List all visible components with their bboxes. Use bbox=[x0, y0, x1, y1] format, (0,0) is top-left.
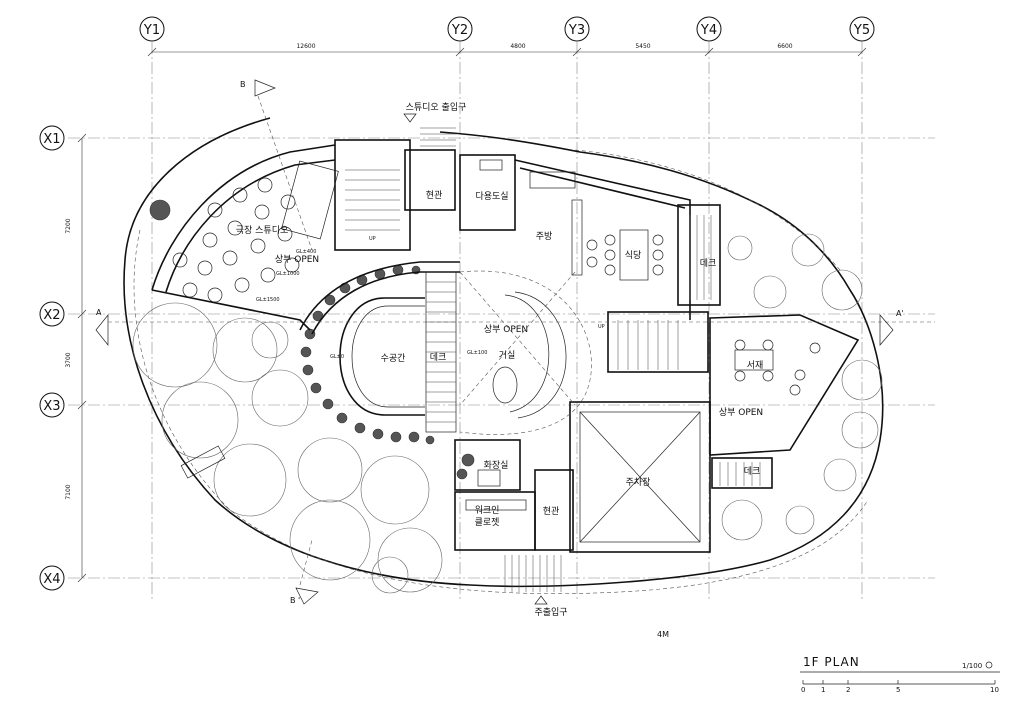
grid-label-y2: Y2 bbox=[451, 23, 468, 38]
dim-y2-y3: 4800 bbox=[510, 43, 525, 50]
grid-label-y3: Y3 bbox=[568, 23, 585, 38]
scale-bar: 0 1 2 5 10 bbox=[801, 680, 999, 694]
dim-y1-y2: 12600 bbox=[296, 43, 315, 50]
furniture bbox=[465, 159, 821, 511]
scale-5: 5 bbox=[896, 686, 900, 694]
theater-seats bbox=[172, 160, 339, 303]
water-space bbox=[339, 297, 425, 416]
label-water-space: 수공간 bbox=[381, 353, 406, 364]
label-open-above-3: 상부 OPEN bbox=[719, 407, 763, 418]
section-b-prime: B ' bbox=[290, 596, 300, 605]
label-studio-entrance: 스튜디오 출입구 bbox=[406, 101, 467, 113]
scale-0: 0 bbox=[801, 686, 805, 694]
note-4m: 4M bbox=[657, 630, 669, 639]
site-outline bbox=[123, 117, 884, 594]
scale-2: 2 bbox=[846, 686, 850, 694]
trees-right bbox=[721, 233, 883, 541]
grid-label-x4: X4 bbox=[43, 572, 60, 587]
plan-title: 1F PLAN bbox=[803, 655, 860, 669]
up-label-studio: UP bbox=[369, 236, 376, 242]
dim-y3-y4: 5450 bbox=[635, 43, 650, 50]
level-gl100: GL±100 bbox=[467, 350, 487, 356]
dimension-lines: 12600 4800 5450 6600 7200 3700 7100 bbox=[65, 43, 867, 583]
dim-y4-y5: 6600 bbox=[777, 43, 792, 50]
dim-x1-x2: 7200 bbox=[65, 218, 72, 233]
level-gl0: GL±0 bbox=[330, 354, 344, 360]
label-entrance-top: 현관 bbox=[426, 190, 443, 201]
label-deck-lower: 데크 bbox=[744, 466, 761, 477]
grid-label-y4: Y4 bbox=[700, 23, 717, 38]
label-living: 거실 bbox=[499, 350, 516, 361]
label-kitchen: 주방 bbox=[536, 231, 553, 242]
label-open-above-2: 상부 OPEN bbox=[484, 324, 528, 335]
title-block: 1F PLAN 1/100 0 1 2 5 10 bbox=[800, 655, 1000, 694]
level-gl1500: GL±1500 bbox=[256, 297, 280, 303]
building-walls bbox=[151, 139, 860, 553]
level-labels: GL±400 GL±1000 GL±1500 GL±0 GL±100 UP UP bbox=[256, 236, 605, 360]
room-labels: 스튜디오 출입구 현관 다용도실 주방 식당 데크 극장 스튜디오 상부 OPE… bbox=[236, 101, 764, 618]
grid-label-x1: X1 bbox=[43, 132, 60, 147]
level-gl400: GL±400 bbox=[296, 249, 316, 255]
section-labels: B B ' A A' 4M bbox=[96, 80, 904, 639]
section-marks bbox=[95, 79, 935, 605]
label-entrance-bottom: 현관 bbox=[543, 506, 560, 517]
grid-label-y1: Y1 bbox=[143, 23, 160, 38]
label-deck-center: 데크 bbox=[430, 352, 447, 363]
section-a: A bbox=[96, 308, 102, 317]
dim-x2-x3: 3700 bbox=[65, 352, 72, 367]
dim-x3-x4: 7100 bbox=[65, 484, 72, 499]
label-study: 서재 bbox=[747, 360, 764, 371]
label-multi-room: 다용도실 bbox=[475, 191, 508, 202]
label-restroom: 화장실 bbox=[484, 460, 509, 471]
plan-scale: 1/100 bbox=[962, 662, 982, 670]
section-a-prime: A' bbox=[896, 309, 904, 318]
scale-10: 10 bbox=[990, 686, 999, 694]
shrub-belt bbox=[149, 199, 475, 480]
label-main-entrance: 주출입구 bbox=[534, 606, 567, 618]
trees-left bbox=[132, 302, 443, 594]
label-walkin-closet-1: 워크인 bbox=[475, 505, 500, 516]
level-gl1000: GL±1000 bbox=[276, 271, 300, 277]
hatch-areas bbox=[345, 127, 761, 592]
grid-label-x3: X3 bbox=[43, 399, 60, 414]
up-label-living: UP bbox=[598, 324, 605, 330]
grid-label-x2: X2 bbox=[43, 308, 60, 323]
label-deck-right: 데크 bbox=[700, 258, 717, 269]
label-parking: 주차장 bbox=[626, 476, 651, 488]
grid-lines bbox=[68, 42, 935, 600]
living-curve bbox=[459, 270, 592, 435]
grid-label-y5: Y5 bbox=[853, 23, 870, 38]
label-open-above-1: 상부 OPEN bbox=[275, 254, 319, 265]
label-theater-studio: 극장 스튜디오 bbox=[236, 225, 289, 236]
grid-bubbles: Y1 Y2 Y3 Y4 Y5 X1 X2 X3 X4 bbox=[39, 16, 875, 591]
label-dining: 식당 bbox=[625, 250, 642, 261]
section-b: B bbox=[240, 80, 246, 89]
scale-1: 1 bbox=[821, 686, 825, 694]
label-walkin-closet-2: 클로젯 bbox=[475, 517, 500, 528]
